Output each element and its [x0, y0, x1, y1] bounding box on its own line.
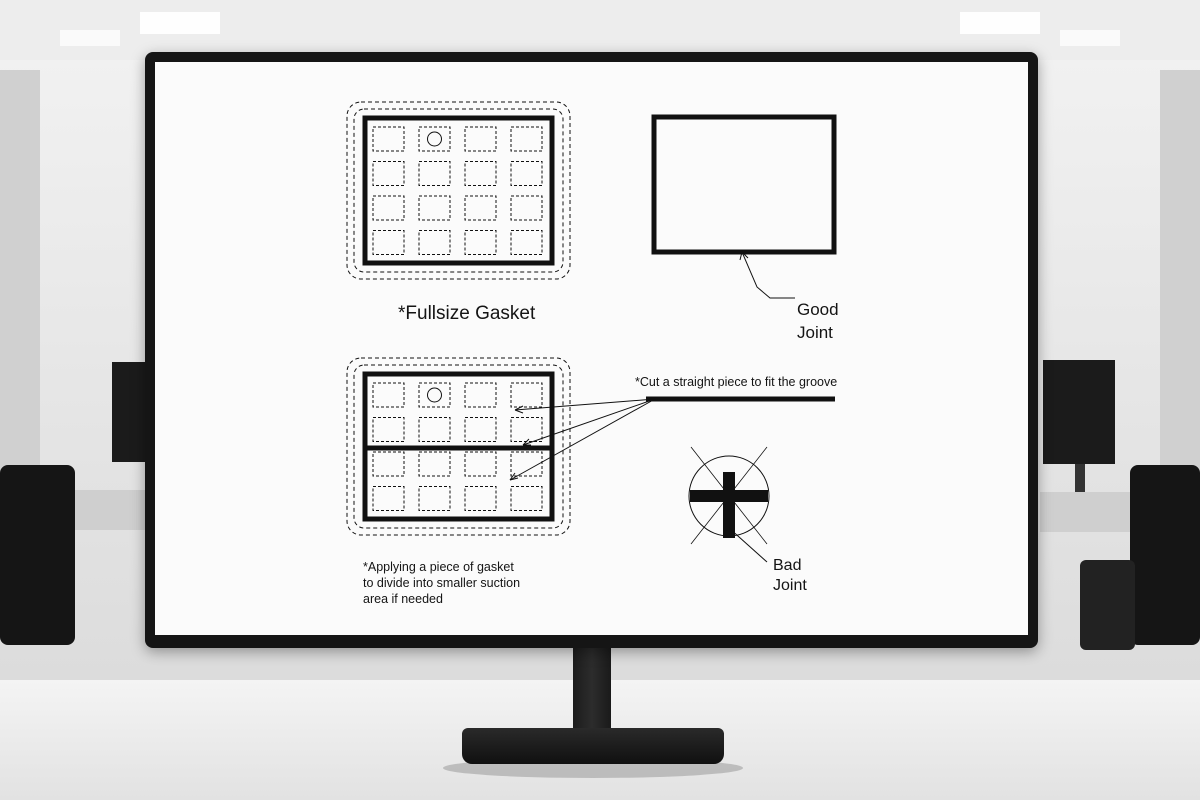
suction-cell: [510, 451, 543, 477]
monitor-stand-neck: [573, 648, 611, 734]
suction-cell: [372, 417, 405, 442]
suction-cell-grid: [372, 126, 543, 255]
suction-cell: [510, 126, 543, 152]
suction-cell: [510, 230, 543, 255]
suction-cell: [464, 417, 497, 442]
arrow-head: [509, 472, 519, 481]
vacuum-port-circle: [427, 387, 442, 403]
ceiling-light: [960, 12, 1040, 34]
suction-cell: [464, 126, 497, 152]
suction-cell: [464, 161, 497, 186]
ceiling-light: [1060, 30, 1120, 46]
caption-cut-straight-piece: *Cut a straight piece to fit the groove: [635, 375, 838, 389]
good-joint-figure: [651, 114, 837, 299]
gasket-groove-outline: [353, 364, 564, 529]
good-joint-arrowhead: [739, 251, 749, 261]
suction-cell: [372, 195, 405, 221]
suction-cell: [510, 382, 543, 408]
bg-monitor-stand: [1075, 464, 1085, 494]
gasket-outer-outline: [346, 357, 571, 536]
straight-piece-figure: [509, 396, 835, 481]
caption-fullsize-gasket: *Fullsize Gasket: [398, 303, 536, 324]
suction-cell: [418, 451, 451, 477]
suction-cell-grid: [372, 382, 543, 511]
suction-cell: [372, 126, 405, 152]
gasket-diagram: [346, 101, 837, 563]
caption-bad-joint: Bad Joint: [773, 557, 807, 594]
bg-chair: [1130, 465, 1200, 645]
gasket-outer-outline: [346, 101, 571, 280]
gasket-groove-outline: [353, 108, 564, 273]
ceiling-light: [140, 12, 220, 34]
suction-cell: [372, 230, 405, 255]
suction-cell: [372, 451, 405, 477]
arrow-line: [514, 398, 656, 411]
suction-cell: [418, 417, 451, 442]
suction-cell: [418, 382, 451, 408]
suction-cell: [510, 486, 543, 511]
gasket-thick-frame: [362, 115, 555, 266]
bg-monitor: [1043, 360, 1115, 464]
monitor-stand-base: [462, 728, 724, 764]
bad-joint-figure: [688, 446, 770, 563]
arrow-head: [514, 405, 524, 414]
bad-joint-leader: [728, 527, 768, 563]
good-joint-leader: [741, 251, 795, 299]
suction-cell: [418, 195, 451, 221]
suction-cell: [418, 161, 451, 186]
arrow-head: [522, 438, 531, 446]
suction-cell: [510, 161, 543, 186]
arrow-line: [509, 398, 656, 481]
suction-cell: [418, 486, 451, 511]
bg-chair: [1080, 560, 1135, 650]
good-joint-frame: [651, 114, 837, 255]
suction-cell: [372, 161, 405, 186]
suction-cell: [418, 230, 451, 255]
suction-cell: [464, 382, 497, 408]
suction-cell: [372, 382, 405, 408]
suction-cell: [464, 230, 497, 255]
suction-cell: [510, 417, 543, 442]
caption-applying-gasket: *Applying a piece of gasket to divide in…: [363, 560, 521, 606]
suction-cell: [418, 126, 451, 152]
suction-cell: [464, 451, 497, 477]
divided-gasket-figure: [346, 357, 571, 536]
suction-cell: [464, 486, 497, 511]
caption-good-joint: Good Joint: [797, 300, 839, 342]
suction-cell: [510, 195, 543, 221]
bg-chair: [0, 465, 75, 645]
vacuum-port-circle: [427, 131, 442, 147]
ceiling-light: [60, 30, 120, 46]
monitor-screen: *Fullsize Gasket Good Joint *Cut a strai…: [155, 62, 1028, 635]
suction-cell: [372, 486, 405, 511]
fullsize-gasket-figure: [346, 101, 571, 280]
arrow-line: [522, 398, 656, 446]
cross-vertical-bar: [723, 472, 735, 538]
monitor-bezel: *Fullsize Gasket Good Joint *Cut a strai…: [145, 52, 1038, 648]
suction-cell: [464, 195, 497, 221]
